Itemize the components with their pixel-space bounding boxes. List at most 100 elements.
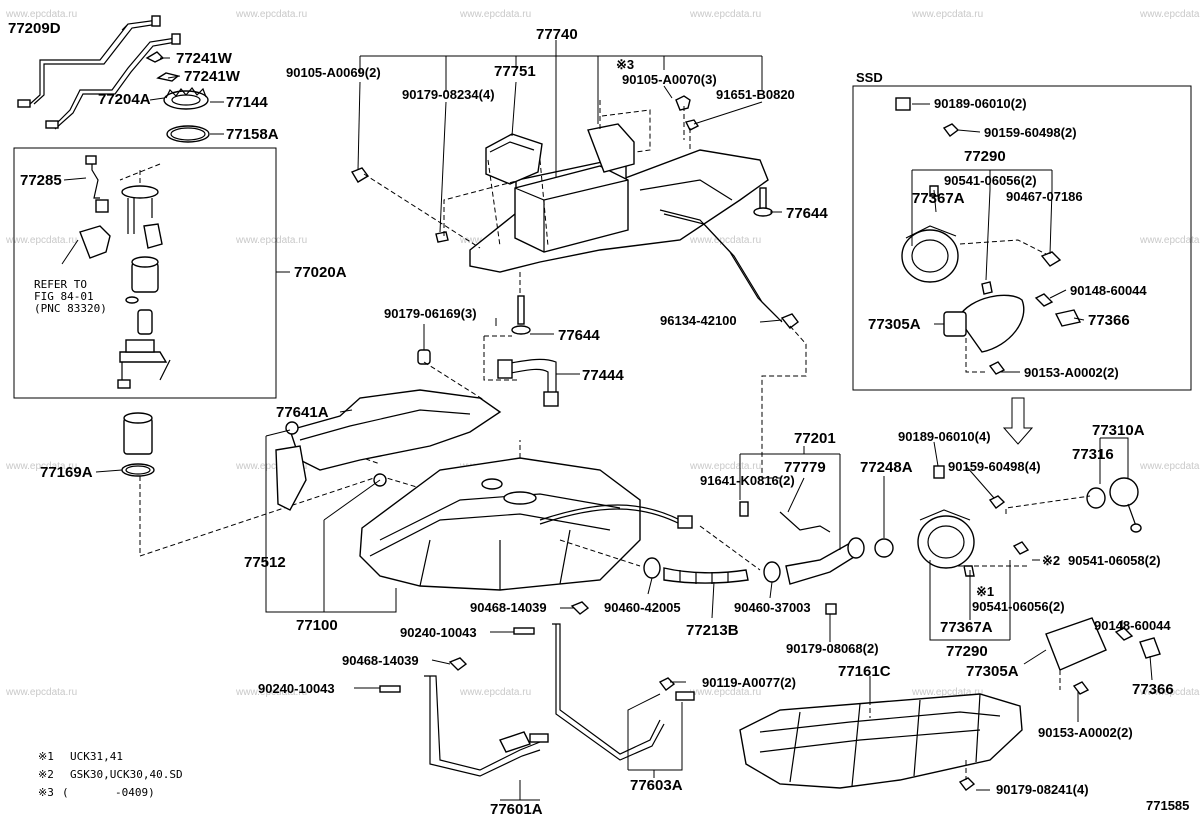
- callout: 77316: [1072, 446, 1114, 463]
- callout: 77241W: [176, 50, 233, 67]
- callout: 90468-14039: [342, 653, 419, 668]
- callout: 90159-60498(4): [948, 459, 1041, 474]
- callout: 77290: [946, 643, 988, 660]
- callout: ※3: [616, 57, 634, 72]
- callout: 90179-08234(4): [402, 87, 495, 102]
- callout: 90460-37003: [734, 600, 811, 615]
- fuel-tube-assembly: [17, 15, 181, 130]
- notes-legend: ※1 UCK31,41 ※2 GSK30,UCK30,40.SD ※3 ( -0…: [38, 750, 183, 799]
- callout: 77158A: [226, 126, 279, 143]
- callout: 77020A: [294, 264, 347, 281]
- callout: 77644: [786, 205, 828, 222]
- watermark: www.epcdata.ru: [689, 9, 761, 20]
- watermark: www.epcdata.ru: [689, 687, 761, 698]
- fuel-pump-part: [79, 155, 171, 389]
- filler-hose-part: [643, 557, 781, 584]
- callout: 90148-60044: [1094, 618, 1171, 633]
- callout: 90189-06010(4): [898, 429, 991, 444]
- callout: 77209D: [8, 20, 61, 37]
- watermark: www.epcdata.ru: [1139, 235, 1200, 246]
- callout: 77161C: [838, 663, 891, 680]
- callout: 90468-14039: [470, 600, 547, 615]
- skid-plate-part: [739, 693, 1023, 791]
- bolt-part: [379, 601, 676, 693]
- leader-lines: [63, 23, 1153, 801]
- callout: 90240-10043: [258, 681, 335, 696]
- callout: 90179-06169(3): [384, 306, 477, 321]
- ssd-lid-housing-part: [895, 97, 1062, 295]
- note-text: UCK31,41: [70, 750, 123, 763]
- callout: 90148-60044: [1070, 283, 1147, 298]
- ssd-lid-part: [943, 293, 1082, 375]
- watermark: www.epcdata.ru: [5, 687, 77, 698]
- callout: 77204A: [98, 91, 151, 108]
- watermark: www.epcdata.ru: [5, 461, 77, 472]
- gasket-part: [166, 125, 210, 143]
- callout: 77603A: [630, 777, 683, 794]
- canister-assembly: [469, 123, 783, 323]
- protector-part: [275, 389, 502, 511]
- watermark: www.epcdata.ru: [235, 461, 307, 472]
- callout: 77144: [226, 94, 268, 111]
- tank-band-part: [424, 623, 695, 777]
- fuel-lid-housing-part: [917, 465, 1030, 577]
- callout: ※2: [1042, 553, 1060, 568]
- callout: 90159-60498(2): [984, 125, 1077, 140]
- callout: 77169A: [40, 464, 93, 481]
- ssd-title: SSD: [856, 70, 883, 85]
- watermark: www.epcdata.ru: [5, 9, 77, 20]
- callout: 90541-06056(2): [944, 173, 1037, 188]
- fuel-pump-group-frame: [13, 147, 277, 399]
- callout-labels: 77209D 77241W 77241W 77204A 77144 77158A…: [8, 20, 1189, 818]
- callout: 90153-A0002(2): [1024, 365, 1119, 380]
- note-text: ( -0409): [62, 786, 155, 799]
- callout: 77367A: [912, 190, 965, 207]
- watermark: www.epcdata.ru: [235, 687, 307, 698]
- callout: 77751: [494, 63, 536, 80]
- watermark: www.epcdata.ru: [911, 687, 983, 698]
- watermark: www.epcdata.ru: [1139, 687, 1200, 698]
- callout: 90119-A0077(2): [702, 675, 796, 690]
- callout: 91651-B0820: [716, 87, 795, 102]
- callout: 90105-A0069(2): [286, 65, 381, 80]
- note-mark: ※1: [38, 750, 54, 763]
- callout: 77290: [964, 148, 1006, 165]
- callout: 90153-A0002(2): [1038, 725, 1133, 740]
- fuel-filter-part: [121, 412, 155, 477]
- watermark: www.epcdata.ru: [689, 235, 761, 246]
- callout: 90179-08068(2): [786, 641, 879, 656]
- callout: ※1: [976, 584, 994, 599]
- callout: 77444: [582, 367, 624, 384]
- callout: 90179-08241(4): [996, 782, 1089, 797]
- ssd-pointer-arrow: [1002, 397, 1034, 445]
- watermark: www.epcdata.ru: [235, 235, 307, 246]
- callout: 90460-42005: [604, 600, 681, 615]
- fuel-tank-part: [359, 457, 693, 591]
- callout: 77740: [536, 26, 578, 43]
- watermark: www.epcdata.ru: [911, 9, 983, 20]
- callout: 77248A: [860, 459, 913, 476]
- callout: 77367A: [940, 619, 993, 636]
- callout: 77601A: [490, 801, 543, 818]
- callout: 77644: [558, 327, 600, 344]
- watermark: www.epcdata.ru: [5, 235, 77, 246]
- watermark: www.epcdata.ru: [235, 9, 307, 20]
- callout: 77201: [794, 430, 836, 447]
- filler-pipe-part: [739, 501, 894, 615]
- callout: 77213B: [686, 622, 739, 639]
- callout: 90541-06058(2): [1068, 553, 1161, 568]
- callout: 90467-07186: [1006, 189, 1083, 204]
- callout: 96134-42100: [660, 313, 737, 328]
- callout: 77241W: [184, 68, 241, 85]
- retainer-ring-part: [163, 87, 209, 110]
- watermark: www.epcdata.ru: [459, 9, 531, 20]
- callout: 77512: [244, 554, 286, 571]
- callout: 77641A: [276, 404, 329, 421]
- figure-number: 771585: [1146, 798, 1189, 813]
- callout: 77305A: [966, 663, 1019, 680]
- watermark: www.epcdata.ru: [689, 461, 761, 472]
- refer-note: (PNC 83320): [34, 302, 107, 315]
- watermark-layer: www.epcdata.ru www.epcdata.ru www.epcdat…: [5, 9, 1200, 698]
- callout: 77366: [1088, 312, 1130, 329]
